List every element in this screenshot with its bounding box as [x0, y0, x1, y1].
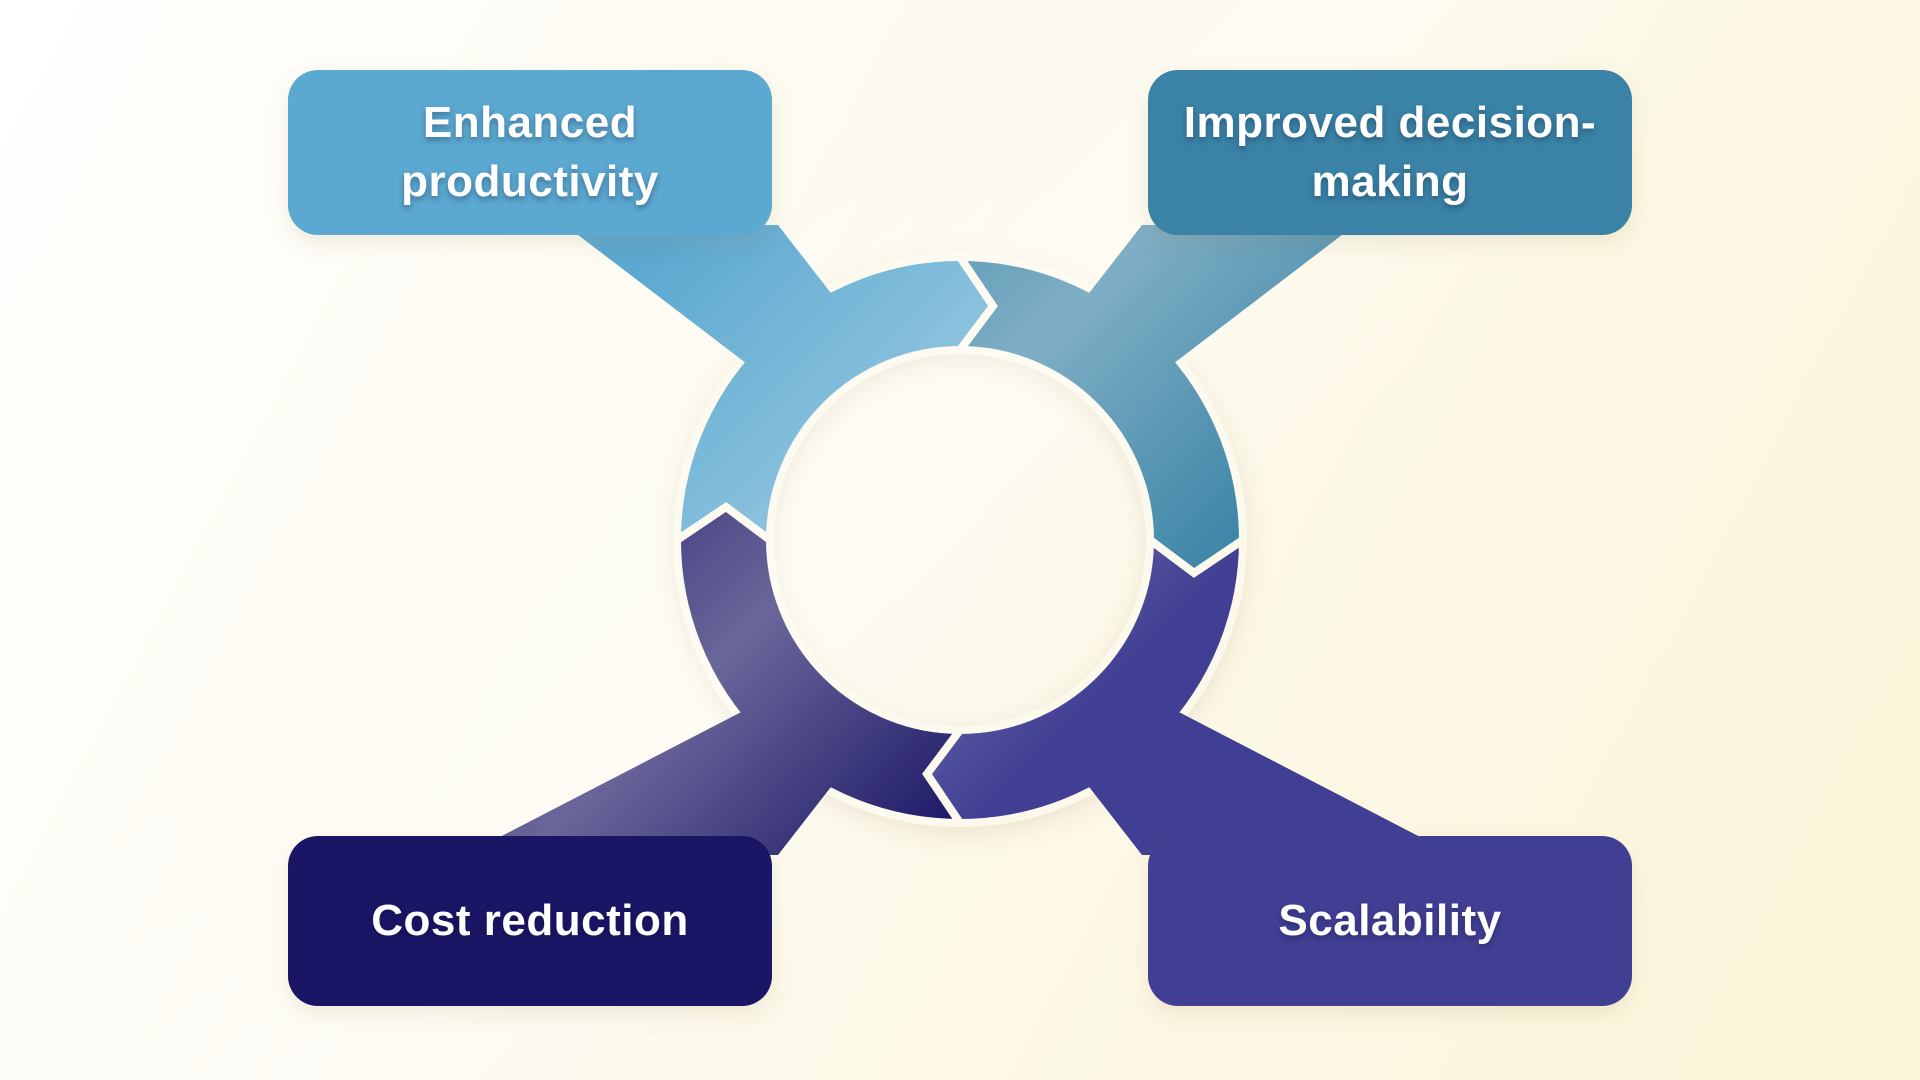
connector-improved-decision-making	[1065, 225, 1355, 386]
connector-enhanced-productivity	[565, 225, 855, 386]
callout-label-line: making	[1311, 156, 1469, 206]
callout-enhanced-productivity: Enhanced productivity	[288, 70, 772, 235]
callout-label-line: Cost reduction	[371, 895, 689, 945]
cycle-ring	[672, 252, 1248, 828]
callout-label-line: Scalability	[1278, 895, 1502, 945]
connector-tails	[465, 225, 1455, 855]
callout-label-line: Enhanced	[422, 98, 638, 148]
callout-label-line: productivity	[401, 156, 659, 206]
callout-label-line: Improved decision-	[1183, 98, 1597, 148]
connector-cost-reduction	[465, 694, 855, 855]
callout-cost-reduction: Cost reduction	[288, 836, 772, 1006]
callout-improved-decision-making: Improved decision- making	[1148, 70, 1632, 235]
connector-scalability	[1065, 694, 1455, 855]
callout-scalability: Scalability	[1148, 836, 1632, 1006]
